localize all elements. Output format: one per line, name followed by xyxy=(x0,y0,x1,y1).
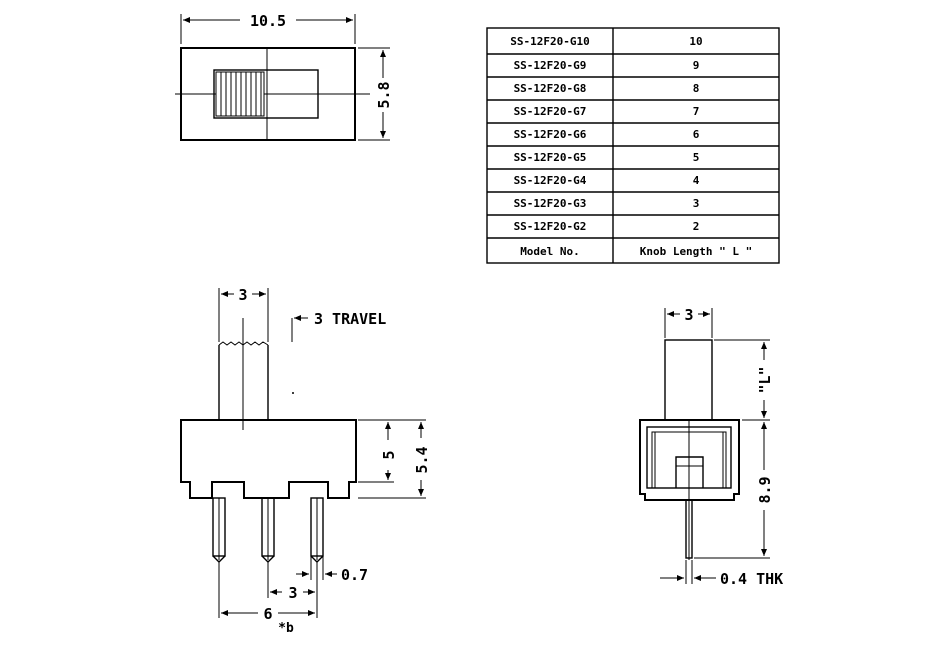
table-length-cell: 4 xyxy=(693,174,700,187)
table-length-cell: 6 xyxy=(693,128,700,141)
table-model-cell: SS-12F20-G7 xyxy=(514,105,587,118)
front-total-height-label: 5.4 xyxy=(413,446,431,473)
model-table: SS-12F20-G10 10 SS-12F20-G9 9 SS-12F20-G… xyxy=(486,27,780,264)
top-view: 10.5 5.8 xyxy=(175,12,393,141)
side-knob-outline xyxy=(664,339,713,421)
front-travel-label: 3 TRAVEL xyxy=(314,310,386,328)
table-length-cell: 2 xyxy=(693,220,700,233)
table-model-cell: SS-12F20-G4 xyxy=(514,174,587,187)
table-model-cell: SS-12F20-G9 xyxy=(514,59,587,72)
top-slot xyxy=(213,69,319,119)
table-header-model: Model No. xyxy=(520,245,580,258)
front-view: 3 3 TRAVEL 5 5.4 xyxy=(180,286,431,636)
table-length-cell: 3 xyxy=(693,197,700,210)
knob-ribs xyxy=(215,71,265,117)
table-model-cell: SS-12F20-G8 xyxy=(514,82,587,95)
table-model-cell: SS-12F20-G2 xyxy=(514,220,587,233)
front-pin-span-label: 6 xyxy=(263,605,272,623)
table-length-cell: 5 xyxy=(693,151,700,164)
front-pin-width-label: 0.7 xyxy=(341,566,368,584)
table-model-cell: SS-12F20-G10 xyxy=(510,35,589,48)
front-body-height-label: 5 xyxy=(380,450,398,459)
front-pin-pitch-label: 3 xyxy=(288,584,297,602)
top-height-label: 5.8 xyxy=(375,81,393,108)
front-body-outline xyxy=(180,419,357,499)
side-knob-length-label: "L" xyxy=(756,366,774,393)
side-pin-thickness-label: 0.4 THK xyxy=(720,570,783,588)
table-length-cell: 10 xyxy=(689,35,702,48)
table-length-cell: 9 xyxy=(693,59,700,72)
table-length-cell: 8 xyxy=(693,82,700,95)
side-body-height-label: 8.9 xyxy=(756,476,774,503)
front-pin-span-note: *b xyxy=(278,621,294,636)
table-header-length: Knob Length " L " xyxy=(640,245,753,258)
front-pins xyxy=(212,497,324,563)
top-width-label: 10.5 xyxy=(250,12,286,30)
side-knob-width-label: 3 xyxy=(684,306,693,324)
table-model-cell: SS-12F20-G6 xyxy=(514,128,587,141)
table-length-cell: 7 xyxy=(693,105,700,118)
side-body-outline xyxy=(639,419,740,501)
side-view: 3 "L" 8.9 0.4 THK xyxy=(639,306,783,588)
table-model-cell: SS-12F20-G5 xyxy=(514,151,587,164)
front-knob-width-label: 3 xyxy=(238,286,247,304)
table-model-cell: SS-12F20-G3 xyxy=(514,197,587,210)
